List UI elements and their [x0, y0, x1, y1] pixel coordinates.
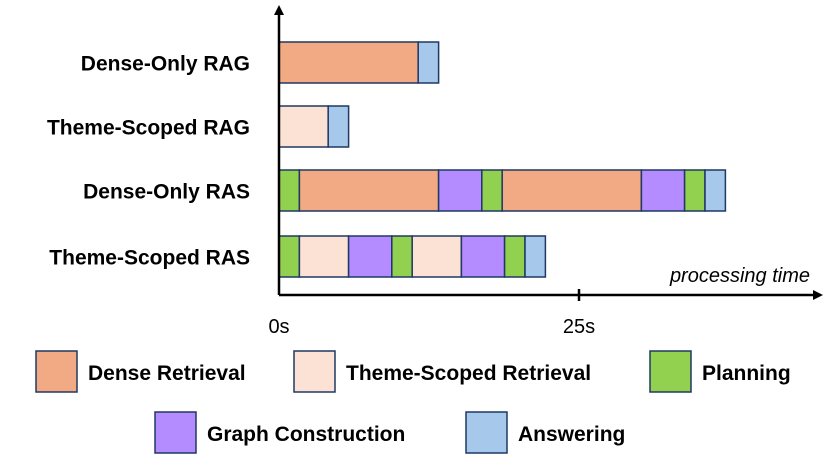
legend-label-graph: Graph Construction [207, 423, 405, 446]
bar-segment-graph [347, 235, 393, 278]
bar-segment-planning [683, 169, 706, 212]
bar-segment-theme [411, 235, 463, 278]
category-label: Theme-Scoped RAS [49, 247, 250, 270]
legend-swatch-dense [35, 350, 78, 393]
bar-segment-answering [417, 41, 440, 84]
bar-segment-theme [298, 235, 350, 278]
legend-swatch-graph [154, 411, 197, 454]
bar-segment-planning [481, 169, 503, 212]
x-tick-label: 25s [563, 316, 595, 338]
bars-group [278, 41, 727, 278]
legend-label-answering: Answering [518, 423, 625, 446]
axes [274, 5, 823, 300]
bar-segment-answering [524, 235, 547, 278]
bar-segment-dense [501, 169, 643, 212]
bar-segment-graph [460, 235, 506, 278]
x-tick-label: 0s [268, 316, 289, 338]
x-axis-label: processing time [669, 265, 810, 287]
bar-segment-theme [278, 105, 329, 148]
bar-segment-answering [327, 105, 350, 148]
legend-label-planning: Planning [702, 362, 791, 385]
bar-segment-planning [278, 235, 301, 278]
bar-segment-planning [278, 169, 301, 212]
category-label: Dense-Only RAS [83, 181, 250, 204]
category-label: Dense-Only RAG [81, 53, 250, 76]
category-labels: Dense-Only RAG Theme-Scoped RAG Dense-Only… [47, 53, 250, 270]
legend-label-dense: Dense Retrieval [88, 362, 246, 385]
x-ticks: 0s 25s [268, 289, 595, 338]
legend-label-theme: Theme-Scoped Retrieval [346, 362, 591, 385]
legend-swatch-planning [649, 350, 692, 393]
bar-segment-dense [278, 41, 419, 84]
bar-segment-graph [640, 169, 686, 212]
legend-swatch-theme [293, 350, 336, 393]
legend: Dense Retrieval Theme-Scoped Retrieval Pla… [35, 350, 791, 454]
category-label: Theme-Scoped RAG [47, 117, 250, 140]
bar-segment-planning [503, 235, 526, 278]
bar-segment-planning [391, 235, 413, 278]
bar-segment-dense [298, 169, 440, 212]
bar-segment-graph [437, 169, 483, 212]
bar-segment-answering [704, 169, 727, 212]
legend-swatch-answering [465, 411, 508, 454]
